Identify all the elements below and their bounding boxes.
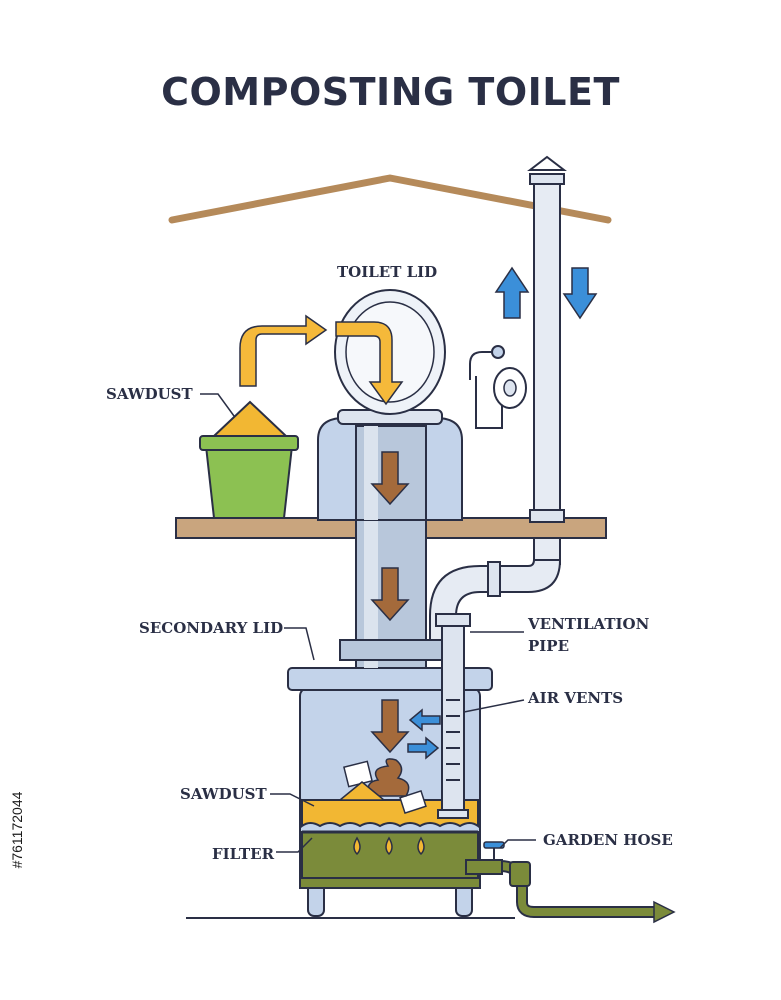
sawdust-top (211, 400, 289, 437)
ventilation-pipe-lower (441, 625, 465, 815)
waste (367, 758, 410, 797)
pipe-cap (527, 155, 567, 171)
toilet-paper-holder (469, 351, 492, 380)
label-filter: FILTER (212, 845, 275, 863)
down-arrow-3 (370, 699, 410, 754)
label-ventilation-pipe-line1: VENTILATION (528, 615, 650, 633)
label-ventilation-pipe-line2: PIPE (528, 637, 570, 655)
ventilation-pipe-upper (533, 179, 561, 521)
orange-arrow-down (335, 321, 404, 406)
label-sawdust-bottom: SAWDUST (180, 785, 267, 803)
leader-lines (200, 393, 536, 853)
label-secondary-lid: SECONDARY LID (139, 619, 284, 637)
sawdust-bottom (301, 799, 479, 828)
stock-id: #761172044 (9, 791, 25, 869)
drops (353, 836, 425, 856)
air-down-arrow (562, 267, 598, 320)
ventilation-pipe-elbow (429, 559, 562, 641)
label-sawdust-top: SAWDUST (106, 385, 193, 403)
label-toilet-lid: TOILET LID (337, 263, 438, 281)
down-arrow-2 (370, 567, 410, 622)
bucket (204, 445, 294, 519)
air-up-arrow (494, 266, 530, 319)
label-air-vents: AIR VENTS (528, 689, 624, 707)
air-vents (446, 699, 460, 781)
page-title: COMPOSTING TOILET (161, 70, 620, 114)
label-garden-hose: GARDEN HOSE (543, 831, 673, 849)
orange-arrow-up (239, 314, 328, 387)
